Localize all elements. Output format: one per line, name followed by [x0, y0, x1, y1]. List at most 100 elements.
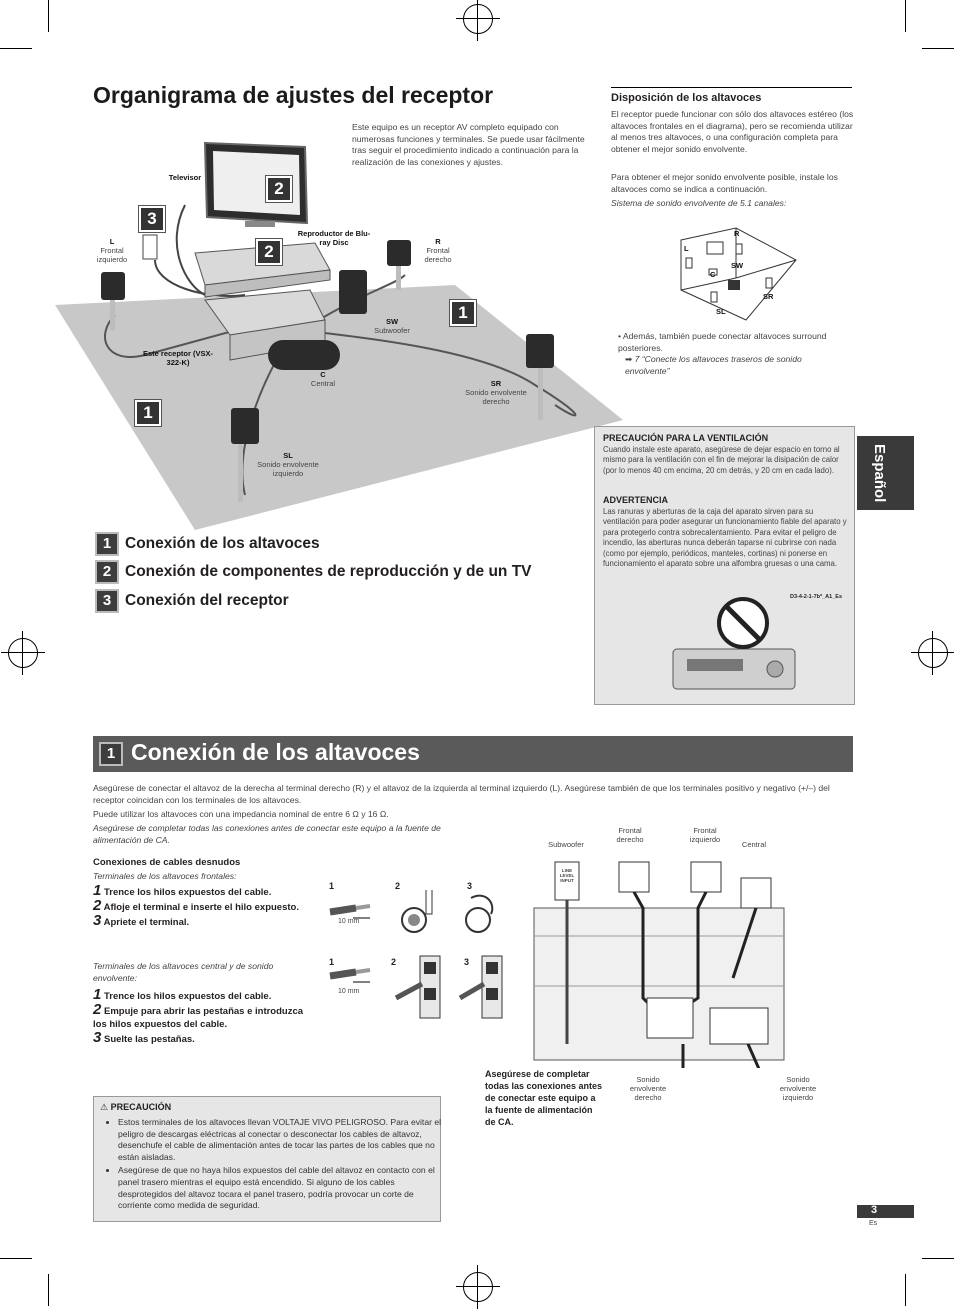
front-step-text: Afloje el terminal e inserte el hilo exp… [104, 902, 299, 913]
caution-box: ⚠ PRECAUCIÓN Estos terminales de los alt… [93, 1096, 441, 1222]
crop-mark [922, 1258, 954, 1259]
step-2-label: Conexión de componentes de reproducción … [125, 563, 532, 581]
layout-heading: Disposición de los altavoces [611, 92, 761, 104]
divider [611, 87, 852, 88]
room-c: C [710, 270, 715, 279]
bare-wire-heading: Conexiones de cables desnudos [93, 857, 240, 868]
room-l: L [684, 244, 689, 253]
front-step-text: Trence los hilos expuestos del cable. [104, 887, 271, 898]
step-1-label: Conexión de los altavoces [125, 535, 320, 553]
room-sl: SL [716, 307, 726, 316]
front-right-speaker [387, 240, 411, 266]
crop-mark [48, 1274, 49, 1306]
mm-label: 10 mm [338, 988, 359, 995]
other-step-text: Empuje para abrir las pestañas e introdu… [93, 1006, 303, 1030]
crop-mark [48, 0, 49, 32]
central-label: Central [734, 840, 774, 849]
front-caption: Terminales de los altavoces frontales: [93, 871, 236, 883]
step-3-num: 3 [95, 589, 119, 613]
room-sw: SW [731, 261, 743, 270]
front-steps: 1 Trence los hilos expuestos del cable. … [93, 884, 303, 929]
layout-bullet-text: Además, también puede conectar altavoces… [618, 331, 826, 353]
front-right-label: Frontal derecho [610, 826, 650, 844]
surround-right-speaker [526, 334, 554, 368]
front-step-text: Apriete el terminal. [104, 917, 190, 928]
other-caption: Terminales de los altavoces central y de… [93, 961, 303, 984]
layout-p1: El receptor puede funcionar con sólo dos… [611, 109, 855, 155]
step-2-num: 2 [95, 560, 119, 584]
sr-text: Sonido envolvente derecho [465, 388, 527, 406]
caution-item: Asegúrese de que no haya hilos expuestos… [118, 1165, 446, 1211]
line-level-label: LINE LEVEL INPUT [556, 868, 578, 883]
step-badge-2: 2 [256, 239, 282, 265]
ventilation-heading: PRECAUCIÓN PARA LA VENTILACIÓN [603, 433, 768, 443]
receiver-label: Este receptor (VSX-322-K) [143, 349, 213, 367]
layout-caption: Sistema de sonido envolvente de 5.1 cana… [611, 198, 855, 210]
layout-reference-link[interactable]: ➡ 7 “Conecte los altavoces traseros de s… [625, 354, 835, 377]
step-1: 1 Conexión de los altavoces [95, 532, 320, 556]
section-p1: Asegúrese de conectar el altavoz de la d… [93, 783, 855, 806]
mm-label: 10 mm [338, 918, 359, 925]
crop-mark [0, 1258, 32, 1259]
language-tab: Español [857, 436, 914, 510]
registration-mark [8, 638, 38, 668]
crop-mark [922, 48, 954, 49]
layout-p2: Para obtener el mejor sonido envolvente … [611, 172, 855, 195]
step-3-label: Conexión del receptor [125, 592, 289, 610]
c-text: Central [311, 379, 335, 388]
page-number: 3 [871, 1204, 877, 1216]
front-left-label: Frontal izquierdo [685, 826, 725, 844]
front-left-speaker [101, 272, 125, 300]
warning-triangle-icon: ⚠ [100, 1102, 108, 1112]
warning-text: Las ranuras y aberturas de la caja del a… [603, 507, 847, 569]
other-step-num: 2 [93, 1001, 101, 1018]
other-step-num: 3 [93, 1029, 101, 1046]
page-title: Organigrama de ajustes del receptor [93, 82, 493, 109]
speaker-stand [110, 300, 115, 330]
rear-note: Asegúrese de completar todas las conexio… [485, 1068, 605, 1128]
room-r: R [734, 229, 739, 238]
caution-list: Estos terminales de los altavoces llevan… [104, 1117, 446, 1214]
registration-mark [463, 4, 493, 34]
subwoofer-speaker [339, 270, 367, 314]
surround-left-speaker [231, 408, 259, 444]
language-tab-label: Español [871, 444, 888, 502]
surround-left-label: Sonido envolvente izquierdo [776, 1075, 820, 1102]
other-step-text: Suelte las pestañas. [104, 1034, 195, 1045]
speaker-stand [238, 444, 243, 502]
caution-heading: ⚠ PRECAUCIÓN [100, 1102, 171, 1113]
section-p3: Asegúrese de completar todas las conexio… [93, 823, 481, 846]
ventilation-box: PRECAUCIÓN PARA LA VENTILACIÓN Cuando in… [594, 426, 855, 705]
step-badge-1: 1 [135, 400, 161, 426]
other-steps: 1 Trence los hilos expuestos del cable. … [93, 988, 308, 1046]
ventilation-text: Cuando instale este aparato, asegúrese d… [603, 445, 845, 476]
crop-mark [905, 1274, 906, 1306]
step-2: 2 Conexión de componentes de reproducción… [95, 560, 532, 584]
step-badge-3: 3 [139, 206, 165, 232]
r-code: R [435, 237, 440, 246]
bluray-label: Reproductor de Blu-ray Disc [298, 229, 371, 247]
registration-mark [463, 1272, 493, 1302]
center-speaker [268, 340, 340, 370]
sl-code: SL [283, 451, 293, 460]
step-3: 3 Conexión del receptor [95, 589, 289, 613]
crop-mark [0, 48, 32, 49]
room-sr: SR [763, 292, 773, 301]
speaker-stand [538, 368, 543, 420]
sw-text: Subwoofer [374, 326, 410, 335]
warning-heading: ADVERTENCIA [603, 495, 668, 505]
subwoofer-label: Subwoofer [546, 840, 586, 849]
speaker-stand [396, 266, 401, 290]
sr-code: SR [491, 379, 501, 388]
front-step-num: 3 [93, 912, 101, 929]
caution-heading-text: PRECAUCIÓN [111, 1102, 172, 1112]
l-text: Frontal izquierdo [97, 246, 127, 264]
step-1-num: 1 [95, 532, 119, 556]
setup-diagram [55, 135, 625, 530]
layout-bullet: • Además, también puede conectar altavoc… [618, 331, 840, 354]
page-number-bar: 3 [857, 1205, 914, 1218]
section-banner: 1 Conexión de los altavoces [93, 736, 853, 772]
receiver-prohibited-illustration [665, 597, 805, 695]
l-code: L [110, 237, 115, 246]
r-text: Frontal derecho [424, 246, 451, 264]
